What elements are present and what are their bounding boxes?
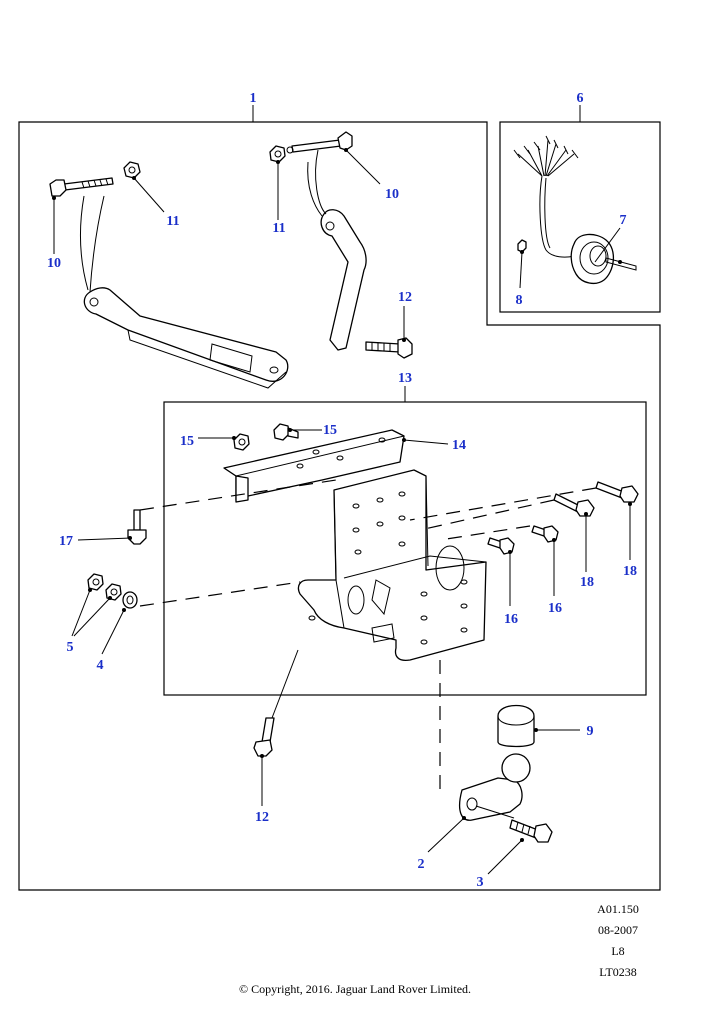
bolt-10-left [49, 177, 114, 197]
bolt-12-lower [253, 717, 275, 757]
nut-11-right [269, 145, 286, 163]
callout-16-inner: 16 [504, 612, 518, 627]
nut-15-left [233, 433, 250, 451]
alignment-line-17 [139, 479, 337, 511]
reference-illustration: LT0238 [599, 965, 637, 979]
alignment-line-12 [271, 649, 299, 719]
callout-dots [52, 148, 632, 842]
callout-15-left: 15 [180, 434, 194, 449]
callout-10-right: 10 [385, 187, 399, 202]
alignment-line-16 [439, 525, 531, 541]
bolt-17 [127, 509, 147, 545]
tow-ball-assembly [458, 753, 531, 821]
bolt-18-outer [595, 481, 639, 503]
callout-13: 13 [398, 371, 412, 386]
nut-15-right [273, 423, 299, 441]
nut-5-b [105, 583, 122, 601]
washer-4 [122, 591, 138, 609]
callout-11-right: 11 [272, 221, 285, 236]
bolt-18-inner [553, 493, 595, 517]
callout-6: 6 [577, 91, 584, 106]
callout-8: 8 [516, 293, 523, 308]
leader-lines [53, 149, 631, 875]
alignment-line-4 [139, 581, 301, 607]
callout-2: 2 [418, 857, 425, 872]
reference-date: 08-2007 [598, 923, 638, 937]
nut-11-left [123, 161, 141, 179]
bolt-16-outer [531, 525, 559, 543]
tow-plate [297, 469, 487, 662]
callout-16-outer: 16 [548, 601, 562, 616]
copyright: © Copyright, 2016. Jaguar Land Rover Lim… [238, 982, 472, 996]
right-bracket [307, 149, 367, 351]
callout-11-left: 11 [166, 214, 179, 229]
callout-18-outer: 18 [623, 564, 637, 579]
nut-5-a [87, 573, 104, 591]
bolt-3 [509, 819, 553, 843]
electrical-frame [499, 121, 661, 313]
left-bracket [80, 195, 289, 389]
ball-cap-9 [497, 704, 535, 748]
callout-5: 5 [67, 640, 74, 655]
callout-18-inner: 18 [580, 575, 594, 590]
callout-4: 4 [97, 658, 104, 673]
reference-level: L8 [611, 944, 625, 958]
callout-3: 3 [477, 875, 484, 890]
cross-bracket-14 [223, 429, 405, 503]
bolt-12-upper [365, 337, 413, 359]
electrical-socket [513, 135, 637, 285]
callout-7: 7 [620, 213, 627, 228]
callout-1: 1 [250, 91, 257, 106]
callout-15-right: 15 [323, 423, 337, 438]
callout-9: 9 [587, 724, 594, 739]
main-frame [18, 121, 661, 891]
alignment-line-18-outer [409, 487, 597, 521]
reference-code: A01.150 [597, 902, 639, 916]
callout-10-left: 10 [47, 256, 61, 271]
callout-14: 14 [452, 438, 466, 453]
callout-17: 17 [59, 534, 73, 549]
callout-12-lower: 12 [255, 810, 269, 825]
bolt-10-right [286, 131, 353, 154]
callout-12-upper: 12 [398, 290, 412, 305]
